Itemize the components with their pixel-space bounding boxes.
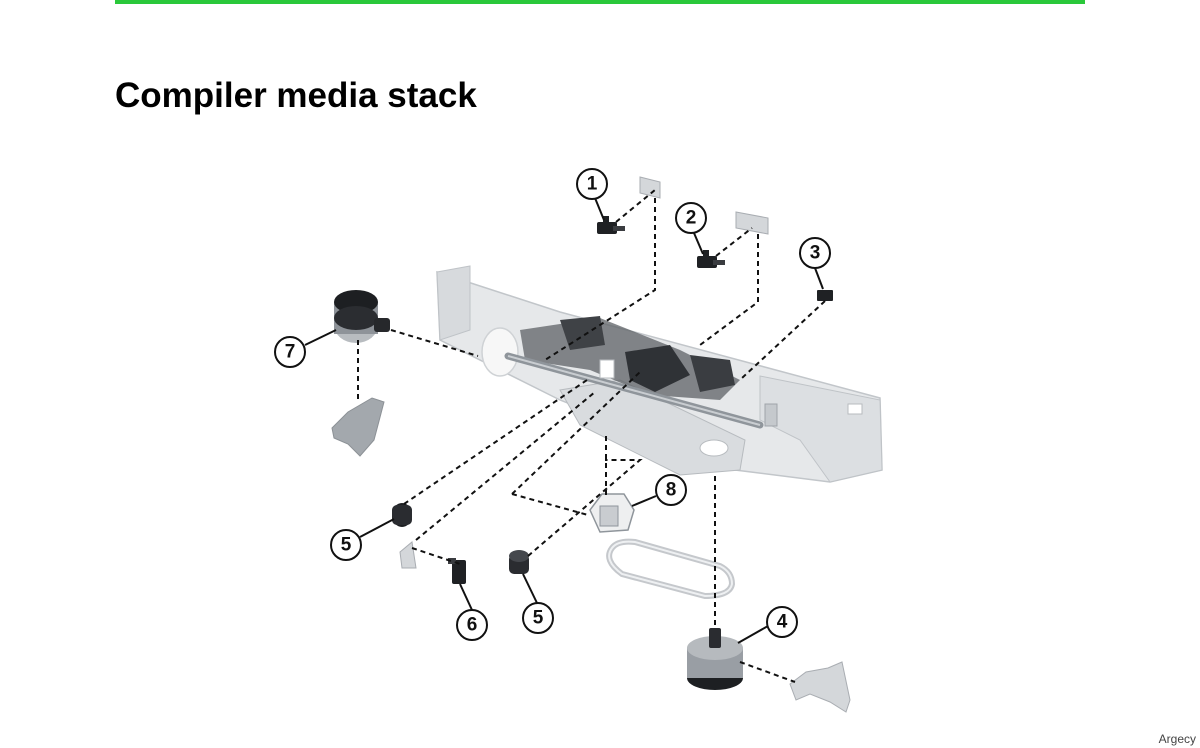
callout-6-number: 6 <box>467 615 478 636</box>
callout-5a-number: 5 <box>341 535 352 556</box>
callout-5b: 5 <box>522 602 554 634</box>
drive-belt <box>606 538 736 600</box>
callout-4: 4 <box>766 606 798 638</box>
compiler-frame-assembly <box>436 265 883 483</box>
part-4-bracket <box>789 661 851 713</box>
callout-8-number: 8 <box>666 480 677 501</box>
callout-7: 7 <box>274 336 306 368</box>
callout-4-number: 4 <box>777 612 788 633</box>
part-7-motor <box>334 290 390 343</box>
callout-5a: 5 <box>330 529 362 561</box>
callout-1: 1 <box>576 168 608 200</box>
part-4-motor <box>687 628 743 690</box>
callout-2-number: 2 <box>686 208 697 229</box>
part-8-pulley <box>589 493 635 533</box>
part-2-sensor <box>697 211 769 268</box>
part-7-bracket <box>331 397 385 457</box>
part-5b-roller <box>509 550 529 574</box>
page-title: Compiler media stack <box>115 76 477 115</box>
callout-7-number: 7 <box>285 342 296 363</box>
part-5a-roller <box>392 503 412 527</box>
callout-6: 6 <box>456 609 488 641</box>
callout-5b-number: 5 <box>533 608 544 629</box>
callout-3: 3 <box>799 237 831 269</box>
watermark-text: Argecy <box>1158 732 1196 746</box>
callout-leaders <box>304 197 824 644</box>
callout-3-number: 3 <box>810 243 821 264</box>
top-accent-rule <box>115 0 1085 4</box>
callout-1-number: 1 <box>587 174 598 195</box>
dashed-leader-lines <box>357 189 826 683</box>
part-3-switch <box>817 290 833 301</box>
callout-8: 8 <box>655 474 687 506</box>
part-1-sensor <box>597 176 661 234</box>
callout-2: 2 <box>675 202 707 234</box>
